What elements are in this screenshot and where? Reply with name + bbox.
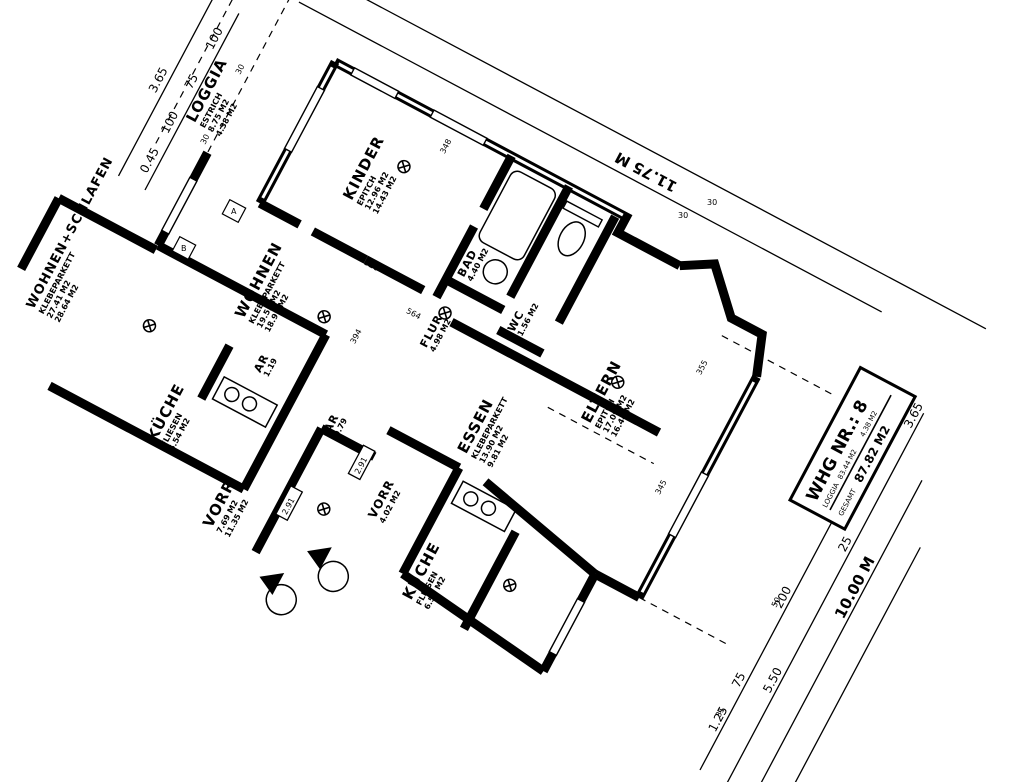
light-symbols <box>142 159 625 593</box>
svg-text:75: 75 <box>729 670 749 690</box>
svg-text:A: A <box>231 207 237 216</box>
svg-text:30: 30 <box>678 211 688 220</box>
level-tag-2: 2.91 <box>274 485 304 522</box>
svg-text:25: 25 <box>835 534 855 554</box>
svg-text:30: 30 <box>199 133 212 146</box>
svg-text:30: 30 <box>234 63 247 76</box>
windows <box>160 66 710 657</box>
circled-tags: 30 30 30 30 50 31 A B <box>171 63 783 719</box>
svg-text:30: 30 <box>707 198 717 207</box>
svg-text:50: 50 <box>770 596 783 609</box>
svg-text:75: 75 <box>182 71 202 91</box>
svg-text:31: 31 <box>714 706 727 719</box>
unit-badge: WHG NR.: 8 LOGGIA 83.44 M2 4.38 M2 GESAM… <box>787 365 918 532</box>
svg-text:B: B <box>181 244 187 253</box>
level-tag-1: 2.91 <box>347 444 376 481</box>
dashed-lines <box>153 0 837 645</box>
fixtures <box>211 170 586 616</box>
